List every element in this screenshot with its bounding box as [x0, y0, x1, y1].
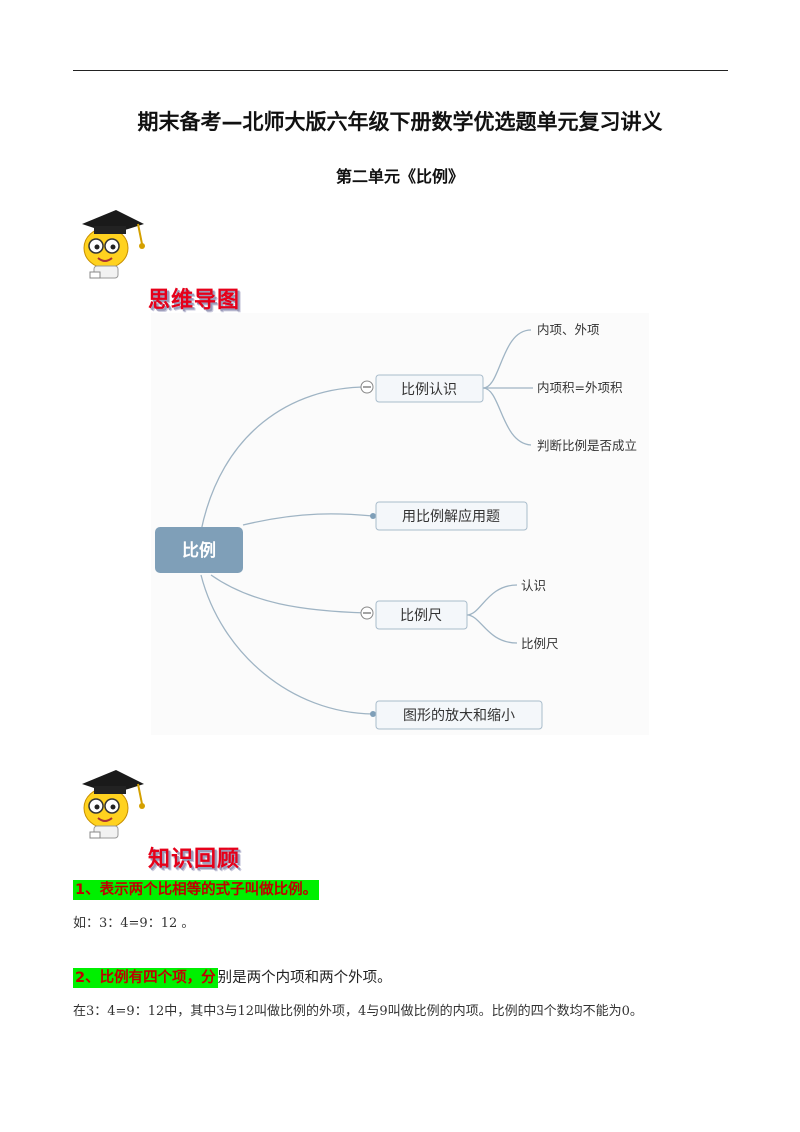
top-rule [73, 70, 728, 71]
mindmap-leaf: 认识 [521, 578, 546, 593]
review-item-2-detail: 在3：4=9：12中，其中3与12叫做比例的外项，4与9叫做比例的内项。比例的四… [73, 1004, 643, 1019]
mindmap-root-node: 比例 [155, 527, 243, 573]
mindmap-leaf: 内项积=外项积 [537, 380, 622, 395]
mindmap-leaf: 判断比例是否成立 [537, 438, 637, 453]
review-item-2-title: 2、比例有四个项，分别是两个内项和两个外项。 [73, 968, 392, 988]
mindmap-branch-node: 比例尺 [375, 600, 468, 630]
svg-text:用比例解应用题: 用比例解应用题 [402, 508, 500, 525]
mindmap-branch-node: 图形的放大和缩小 [375, 700, 543, 730]
svg-text:图形的放大和缩小: 图形的放大和缩小 [403, 708, 515, 724]
page-subtitle: 第二单元《比例》 [335, 167, 464, 186]
mindmap-leaf: 内项、外项 [537, 322, 600, 337]
svg-text:比例: 比例 [182, 540, 216, 561]
svg-text:比例认识: 比例认识 [401, 382, 457, 398]
svg-text:比例尺: 比例尺 [400, 608, 442, 624]
mindmap-branch-node: 比例认识 [375, 374, 484, 403]
mindmap-heading: 思维导图 [148, 288, 241, 313]
mindmap-leaf: 比例尺 [521, 636, 559, 651]
collapse-toggle-icon[interactable] [360, 380, 374, 394]
mindmap-diagram: 比例 比例认识 用比例解应用题 比例尺 图形的放大和缩小 内项、外项 内项积=外… [151, 313, 649, 735]
review-heading: 知识回顾 [148, 847, 241, 872]
mascot-graduate-icon [82, 770, 145, 839]
review-item-1-example: 如：3：4=9：12 。 [73, 916, 195, 931]
collapse-toggle-icon[interactable] [360, 606, 374, 620]
review-item-1-title: 1、表示两个比相等的式子叫做比例。 [73, 880, 320, 900]
mascot-graduate-icon [82, 210, 145, 279]
mindmap-branch-node: 用比例解应用题 [375, 501, 528, 531]
page-title: 期末备考—北师大版六年级下册数学优选题单元复习讲义 [137, 110, 663, 134]
